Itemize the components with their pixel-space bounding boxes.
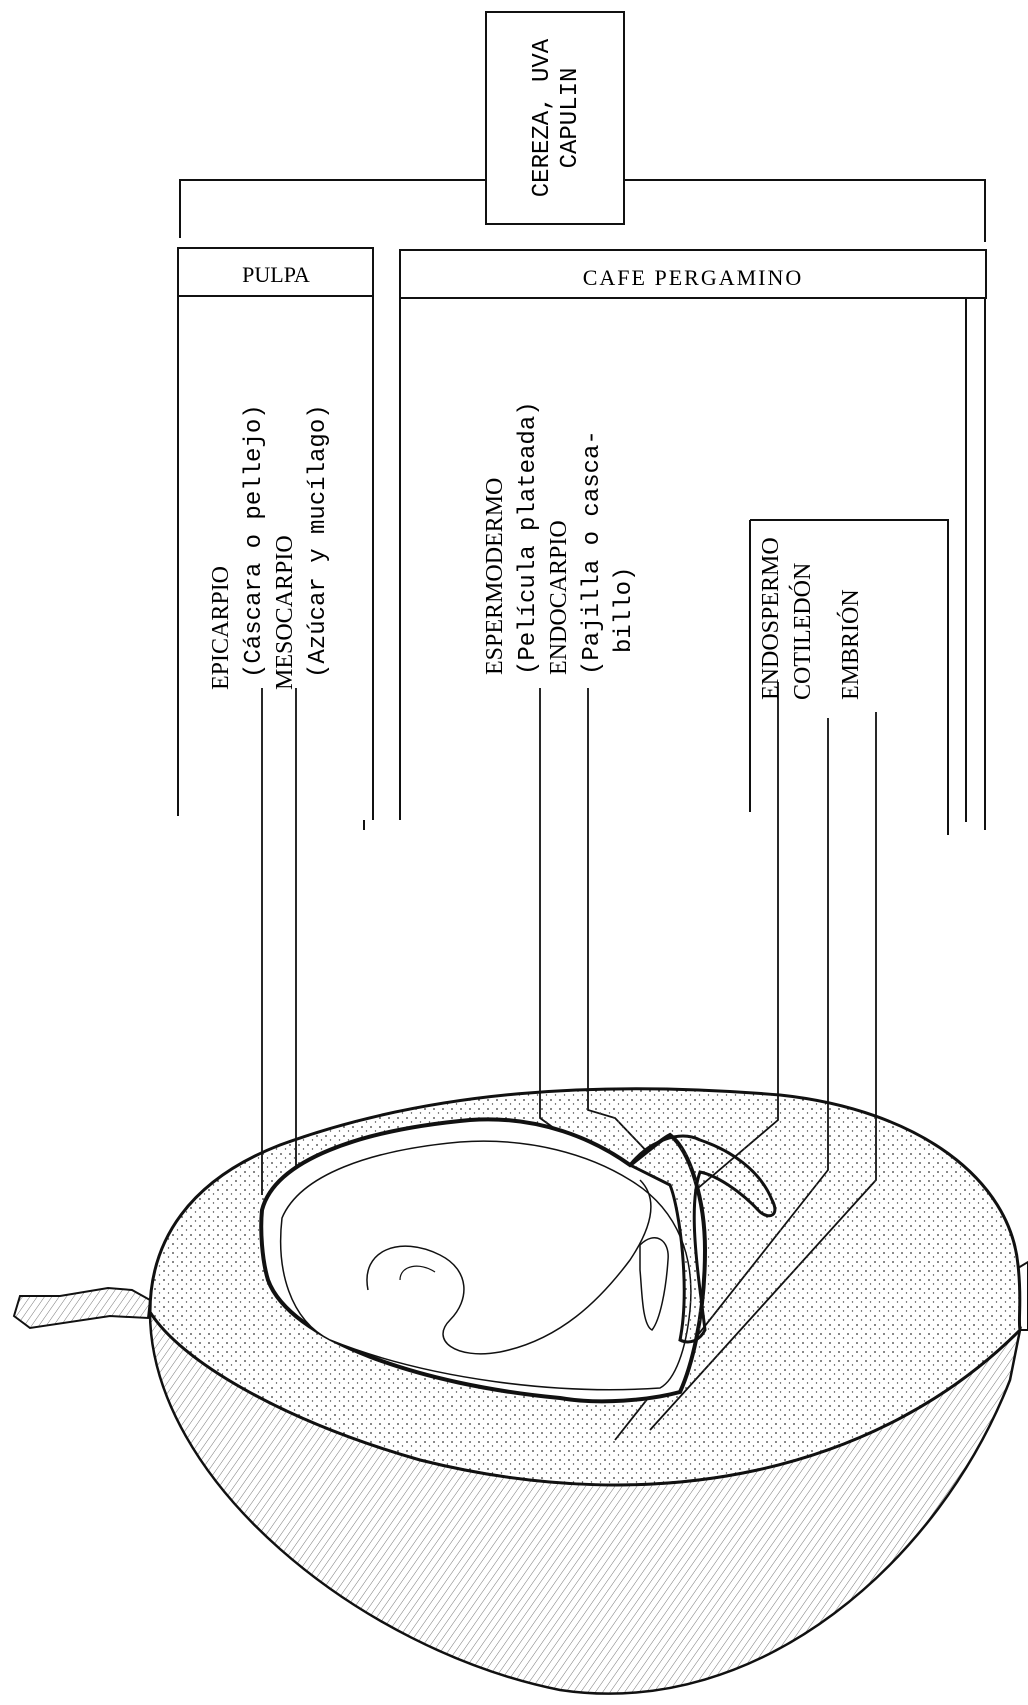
cereza-bracket	[180, 180, 985, 242]
pergamino-labels: ESPERMODERMO (Película plateada) ENDOCAR…	[482, 401, 638, 675]
cotiledon-label: COTILEDÓN	[789, 563, 816, 700]
pulpa-labels: EPICARPIO (Cáscara o pellejo) MESOCARPIO…	[208, 404, 332, 690]
capulin-label: CAPULIN	[557, 68, 584, 169]
espermodermo-note: (Película plateada)	[515, 401, 542, 675]
endospermo-label: ENDOSPERMO	[758, 537, 784, 700]
pulpa-header: PULPA	[242, 262, 310, 287]
label-top-box: CEREZA, UVA CAPULIN	[529, 38, 584, 197]
seed-labels: ENDOSPERMO COTILEDÓN EMBRIÓN	[758, 537, 864, 700]
endocarpio-label: ENDOCARPIO	[546, 520, 572, 675]
epicarpio-note: (Cáscara o pellejo)	[241, 404, 268, 678]
espermodermo-label: ESPERMODERMO	[482, 478, 508, 675]
embrion-label: EMBRIÓN	[837, 589, 864, 700]
pergamino-header: CAFE PERGAMINO	[583, 265, 804, 290]
cereza-label: CEREZA, UVA	[529, 38, 556, 197]
endocarpio-note-2: billo)	[611, 567, 638, 653]
coffee-cherry-illustration	[14, 1089, 1028, 1694]
cherry-stem	[14, 1288, 150, 1328]
mesocarpio-label: MESOCARPIO	[272, 535, 298, 690]
endocarpio-note-1: (Pajilla o casca-	[579, 430, 606, 675]
mesocarpio-note: (Azúcar y mucílago)	[305, 404, 332, 678]
epicarpio-label: EPICARPIO	[208, 566, 234, 690]
